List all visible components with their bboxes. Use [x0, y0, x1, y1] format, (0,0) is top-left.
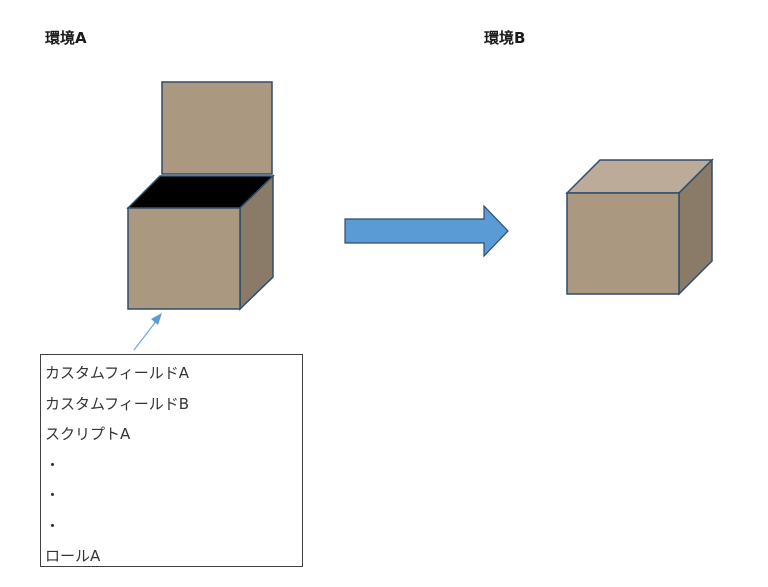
pointer-arrow-icon: [133, 313, 162, 351]
migration-arrow-icon: [344, 204, 509, 258]
list-item: ロールA: [45, 547, 101, 565]
closed-box-icon: [565, 158, 714, 296]
list-item: カスタムフィールドA: [45, 364, 190, 382]
box-lid: [161, 81, 273, 175]
environment-a-label: 環境A: [45, 29, 87, 47]
list-item: ・: [45, 486, 61, 504]
contents-list: カスタムフィールドA カスタムフィールドB スクリプトA ・ ・ ・ ロールA: [40, 354, 303, 567]
list-item: ・: [45, 516, 61, 535]
open-box-icon: [126, 81, 275, 311]
environment-b-label: 環境B: [484, 29, 526, 47]
list-item: スクリプトA: [45, 425, 131, 443]
box-front: [566, 192, 680, 295]
list-item: カスタムフィールドB: [45, 394, 190, 413]
box-front: [127, 207, 241, 310]
list-item: ・: [45, 455, 61, 474]
